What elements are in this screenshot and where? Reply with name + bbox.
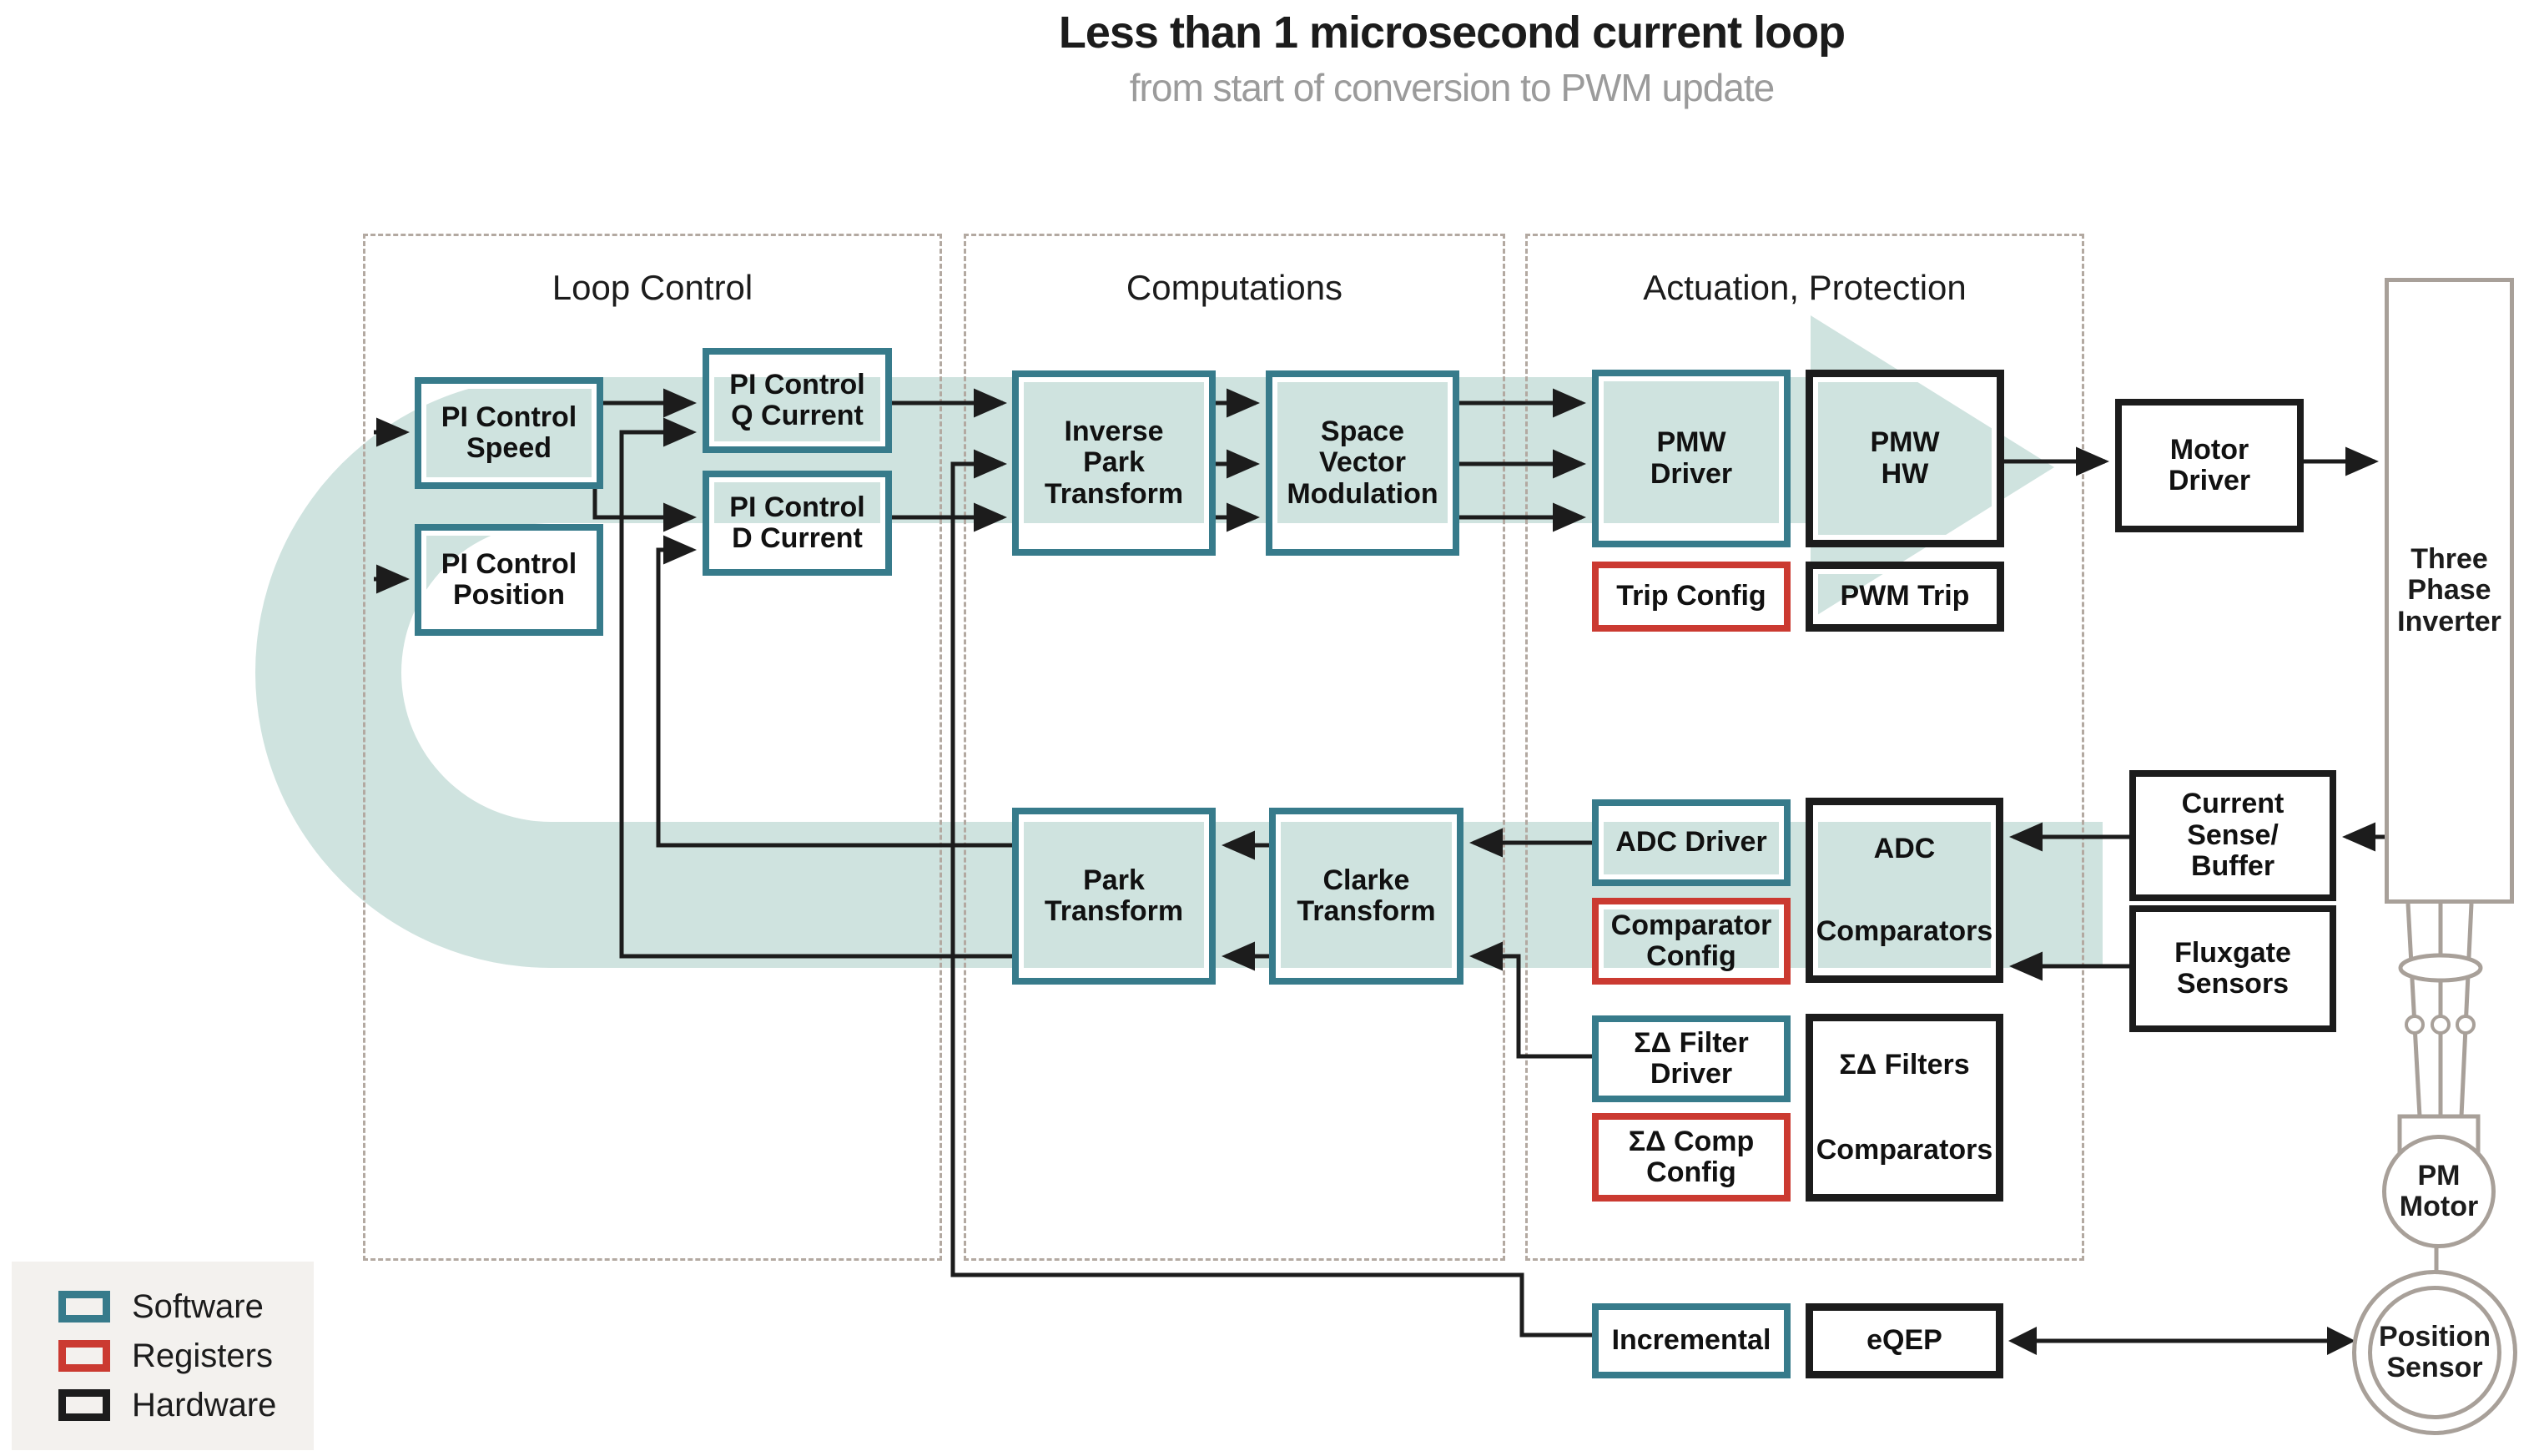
line-park-to-d-feedback: [656, 535, 1012, 848]
inverter-phase-cable-3: [2459, 903, 2474, 1117]
block-pmw-driver: PMW Driver: [1592, 370, 1791, 547]
line-sddriver-to-clarke: [1469, 941, 1592, 1059]
block-adc-comparators-hw: ADC Comparators: [1806, 798, 2003, 983]
block-pmw-hw: PMW HW: [1806, 370, 2004, 547]
block-sigma-delta-filters-hw: ΣΔ Filters Comparators: [1806, 1014, 2003, 1202]
current-sensor-dot-3: [2456, 1015, 2476, 1035]
block-pi-control-position: PI Control Position: [415, 524, 603, 636]
title-block: Less than 1 microsecond current loop fro…: [868, 7, 2036, 110]
block-eqep: eQEP: [1806, 1303, 2003, 1378]
section-actuation-protection: Actuation, Protection: [1525, 234, 2084, 1261]
current-sensor-dot-1: [2405, 1015, 2425, 1035]
legend-label: Software: [132, 1287, 264, 1325]
page-title: Less than 1 microsecond current loop: [1058, 8, 1846, 58]
block-inverse-park-transform: Inverse Park Transform: [1012, 370, 1216, 556]
block-trip-config: Trip Config: [1592, 562, 1791, 632]
legend-row-software: Software: [58, 1288, 314, 1326]
block-adc-driver: ADC Driver: [1592, 799, 1791, 886]
block-fluxgate-sensors: Fluxgate Sensors: [2129, 905, 2336, 1032]
line-park-to-q-feedback: [619, 417, 1012, 959]
block-clarke-transform: Clarke Transform: [1269, 808, 1463, 985]
block-space-vector-modulation: Space Vector Modulation: [1266, 370, 1459, 556]
block-current-sense-buffer: Current Sense/ Buffer: [2129, 770, 2336, 901]
page-subtitle: from start of conversion to PWM update: [1129, 66, 1775, 109]
label-adc: ADC: [1873, 833, 1936, 864]
legend-row-registers: Registers: [58, 1338, 314, 1375]
section-title: Actuation, Protection: [1643, 268, 1967, 307]
legend-label: Registers: [132, 1337, 273, 1374]
block-pwm-trip: PWM Trip: [1806, 562, 2004, 632]
block-pi-control-q-current: PI Control Q Current: [703, 348, 892, 453]
section-computations: Computations: [964, 234, 1505, 1261]
label-sigma-delta-filters: ΣΔ Filters: [1839, 1049, 1970, 1081]
legend-row-hardware: Hardware: [58, 1387, 314, 1424]
registers-swatch-icon: [58, 1340, 110, 1372]
legend-label: Hardware: [132, 1386, 277, 1423]
flow-arrow-band: [255, 377, 2103, 968]
arrow-speed-to-d: [592, 489, 697, 532]
block-sigma-delta-comp-config: ΣΔ Comp Config: [1592, 1113, 1791, 1202]
block-three-phase-inverter: Three Phase Inverter: [2385, 278, 2514, 904]
block-pi-control-d-current: PI Control D Current: [703, 471, 892, 576]
block-pi-control-speed: PI Control Speed: [415, 377, 603, 489]
block-park-transform: Park Transform: [1012, 808, 1216, 985]
arrowhead-into-eqep: [2008, 1327, 2037, 1355]
legend: Software Registers Hardware: [12, 1262, 314, 1450]
block-incremental: Incremental: [1592, 1303, 1791, 1378]
arrowhead-into-position-sensor: [2327, 1327, 2355, 1355]
block-sigma-delta-filter-driver: ΣΔ Filter Driver: [1592, 1015, 1791, 1102]
line-position-feedback-theta: [950, 449, 1592, 1338]
section-title: Computations: [1126, 268, 1343, 307]
section-title: Loop Control: [552, 268, 753, 307]
label-comparators: Comparators: [1816, 914, 1993, 947]
hardware-swatch-icon: [58, 1389, 110, 1421]
block-pm-motor: PM Motor: [2382, 1135, 2496, 1248]
inverter-phase-cable-1: [2405, 903, 2422, 1117]
block-motor-driver: Motor Driver: [2115, 399, 2304, 532]
section-loop-control: Loop Control: [363, 234, 942, 1261]
block-comparator-config: Comparator Config: [1592, 898, 1791, 985]
block-position-sensor: Position Sensor: [2352, 1270, 2517, 1435]
label-comparators: Comparators: [1816, 1133, 1993, 1166]
current-sensor-dot-2: [2431, 1015, 2451, 1035]
software-swatch-icon: [58, 1291, 110, 1322]
fluxgate-sensor-ring: [2398, 953, 2483, 983]
